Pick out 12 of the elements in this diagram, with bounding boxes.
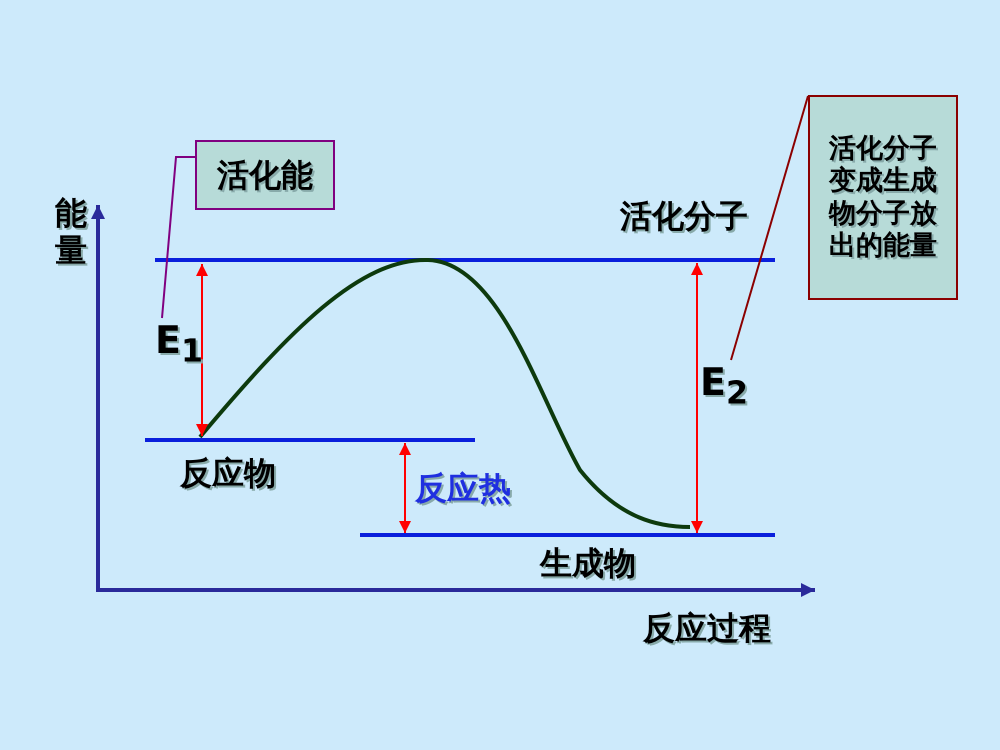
- level-label: 反应物: [180, 455, 276, 492]
- leader-line: [730, 96, 809, 360]
- label-box: 活化能: [195, 140, 335, 210]
- level-label: 活化分子: [620, 198, 748, 235]
- energy-symbol: E$_{2}$: [700, 360, 748, 408]
- label-box: 活化分子变成生成物分子放出的能量: [808, 95, 958, 300]
- level-label: 反应热: [415, 470, 511, 507]
- leader-line: [161, 156, 195, 318]
- axis-label: 能量: [55, 195, 88, 269]
- energy-symbol: E$_{1}$: [155, 318, 203, 366]
- level-label: 生成物: [540, 545, 636, 582]
- axis-label: 反应过程: [643, 610, 771, 647]
